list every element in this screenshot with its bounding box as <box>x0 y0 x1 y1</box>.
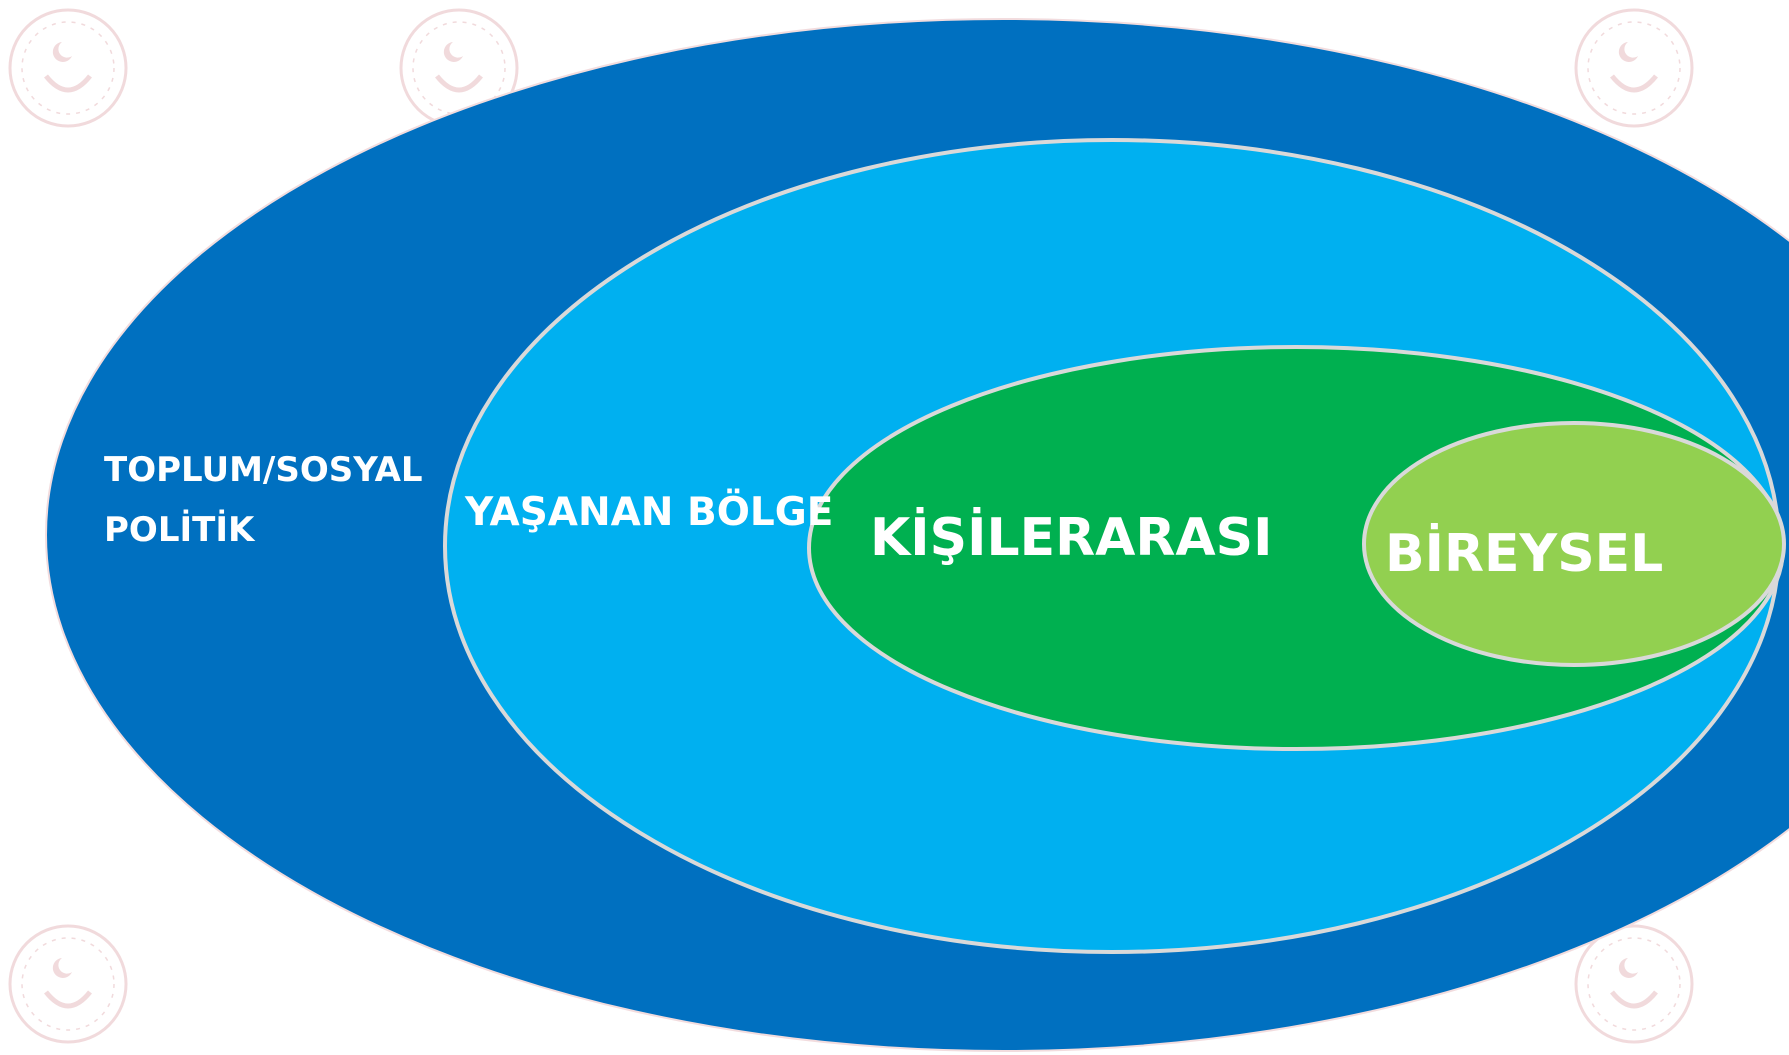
ring-inner <box>1362 421 1786 667</box>
watermark-emblem-icon <box>8 8 128 128</box>
watermark-emblem-icon <box>1574 924 1694 1044</box>
label-yasanan-bolge: YAŞANAN BÖLGE <box>465 490 834 535</box>
watermark-emblem-icon <box>1574 8 1694 128</box>
label-toplum-sosyal-politik: TOPLUM/SOSYAL POLİTİK <box>104 450 423 550</box>
label-bireysel: BİREYSEL <box>1385 524 1664 584</box>
label-kisilerarasi: KİŞİLERARASI <box>870 508 1273 568</box>
watermark-emblem-icon <box>8 924 128 1044</box>
